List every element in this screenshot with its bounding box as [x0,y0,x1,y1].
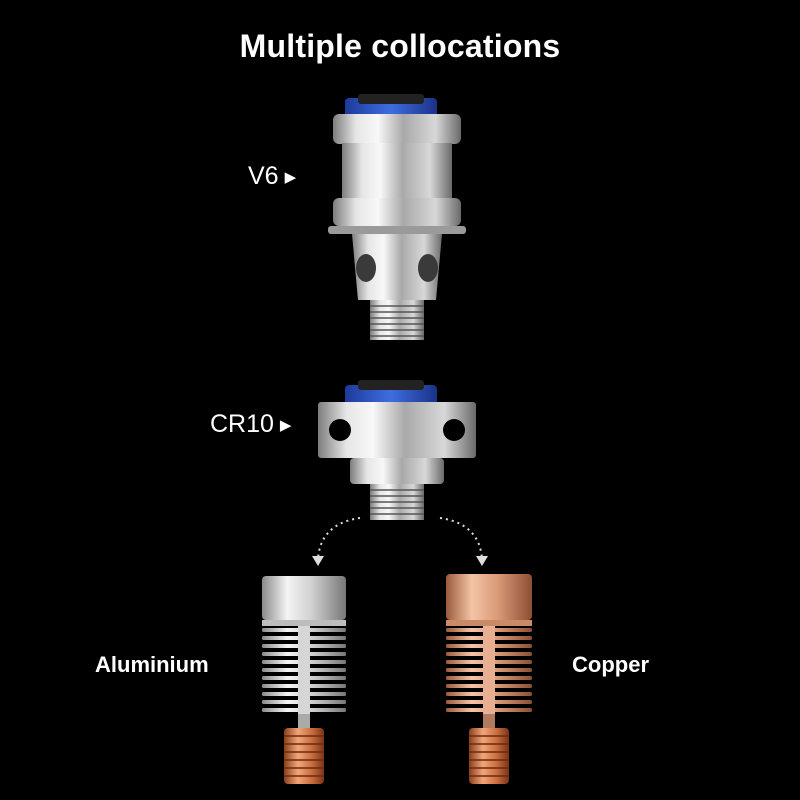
arrowhead-right-icon [476,556,488,566]
v6-lower-ring [333,198,461,226]
split-arrows [317,517,483,563]
cr10-mount-hole-right [443,419,465,441]
cr10-collet [358,380,424,390]
cr10-mount-hole-left [329,419,351,441]
copper-nozzle-thread [469,728,509,784]
arrow-to-copper [439,517,483,563]
v6-coupler [328,94,466,340]
aluminium-label: Aluminium [95,652,209,677]
v6-collet [358,94,424,104]
v6-side-port-right [418,254,438,282]
cr10-thread [370,484,424,520]
v6-neck [352,234,442,300]
cr10-label-text: CR10 [210,410,274,438]
cr10-mount-block [318,402,476,458]
cr10-base [350,458,444,484]
arrowhead-left-icon [312,556,324,566]
v6-arrow-icon: ▶ [284,168,297,186]
copper-heatsink [446,574,532,784]
v6-label-text: V6 [248,162,279,190]
cr10-coupler [318,380,476,520]
aluminium-nozzle-thread [284,728,324,784]
v6-thread [370,300,424,340]
copper-label: Copper [572,652,649,677]
arrow-to-aluminium [317,517,361,563]
cr10-arrow-icon: ▶ [279,416,292,434]
cr10-label: CR10 ▶ [210,410,291,439]
aluminium-heatsink [262,576,346,784]
page-title: Multiple collocations [239,28,561,64]
v6-side-port-left [356,254,376,282]
v6-label: V6 ▶ [248,162,296,191]
v6-body [342,143,452,199]
v6-flange [328,226,466,234]
v6-top-ring [333,114,461,144]
